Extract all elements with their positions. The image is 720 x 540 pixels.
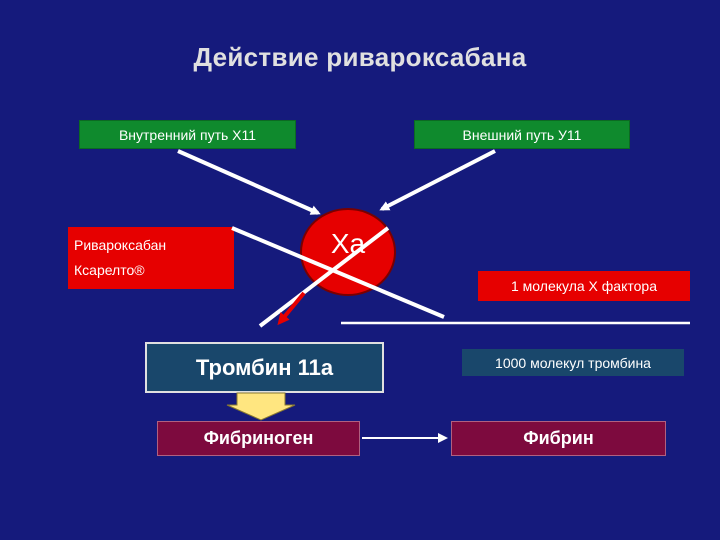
fibrinogen-box: Фибриноген [157, 421, 360, 456]
extrinsic-pathway-box: Внешний путь У11 [414, 120, 630, 149]
xa-to-thrombin-arrow [277, 291, 306, 326]
rivaroxaban-box: Ривароксабан Ксарелто® [68, 227, 234, 289]
intrinsic-pathway-box: Внутренний путь Х11 [79, 120, 296, 149]
thrombin-to-fibrinogen-arrow [226, 392, 296, 421]
factor-xa-circle: Ха [300, 208, 396, 296]
intrinsic-to-xa-arrow [177, 149, 321, 215]
extrinsic-to-xa-arrow [379, 149, 496, 211]
factor-x-molecule-box: 1 молекула Х фактора [478, 271, 690, 301]
factor-xa-label: Ха [330, 228, 366, 259]
xarelto-label: Ксарелто® [74, 262, 145, 278]
slide-title: Действие ривароксабана [193, 42, 527, 72]
fibrin-box: Фибрин [451, 421, 666, 456]
thrombin-box: Тромбин 11а [145, 342, 384, 393]
inhibition-cross-line-b [258, 226, 390, 328]
inhibition-cross-line-a [231, 226, 445, 319]
rivaroxaban-label: Ривароксабан [74, 237, 167, 253]
thrombin-molecules-box: 1000 молекул тромбина [462, 349, 684, 376]
